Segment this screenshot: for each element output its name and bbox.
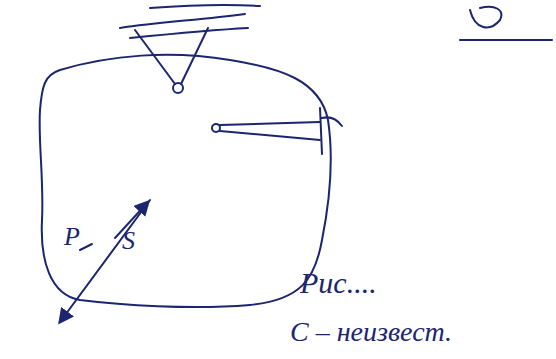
p-tick xyxy=(80,244,92,250)
note-text: С – неизвест. xyxy=(290,318,452,346)
right-hinge xyxy=(212,124,220,132)
force-label: P xyxy=(64,224,80,250)
right-wall xyxy=(320,108,342,154)
corner-mark xyxy=(460,7,552,40)
right-rod xyxy=(220,122,320,140)
body-outline xyxy=(40,55,331,307)
top-support xyxy=(120,5,260,38)
figure-note: Рис.... xyxy=(300,268,377,298)
force-arrow xyxy=(60,200,150,322)
force-label: S xyxy=(122,228,135,254)
